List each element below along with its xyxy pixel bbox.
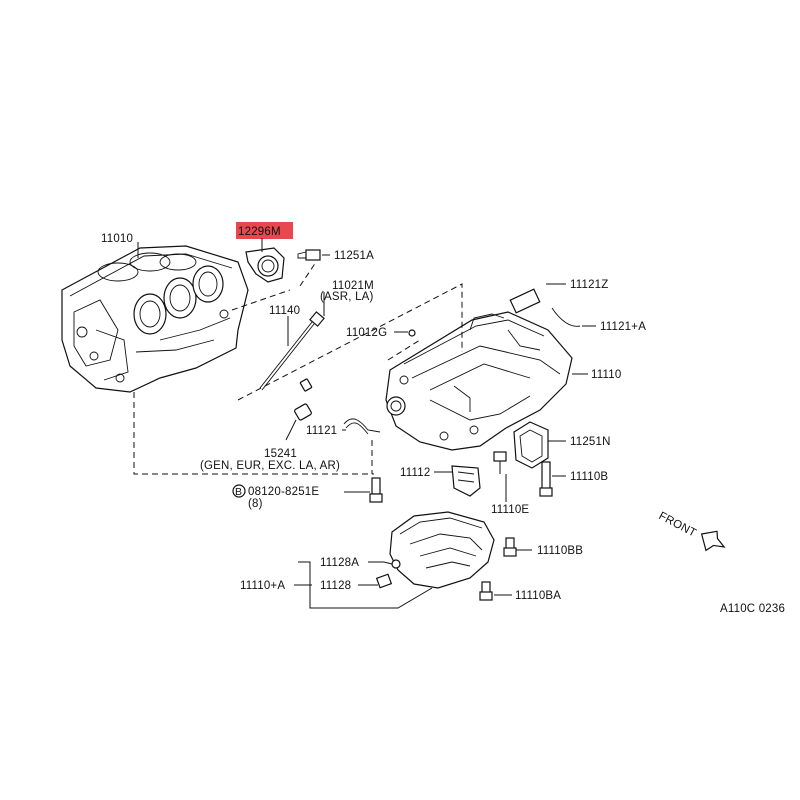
bolt-11110B-drawing — [539, 461, 553, 497]
label-sensor-note: (GEN, EUR, EXC. LA, AR) — [200, 460, 340, 472]
label-11110BB: 11110BB — [537, 545, 583, 557]
label-bolt-qty: (8) — [248, 498, 263, 510]
label-figure-code: A110C 0236 — [720, 603, 785, 615]
label-11251N: 11251N — [570, 436, 611, 448]
upper-oil-pan-drawing — [385, 311, 573, 451]
bolt-08120-8251E-drawing — [369, 477, 383, 503]
plug-11012G-drawing — [408, 329, 416, 337]
lower-oil-pan-drawing — [389, 511, 495, 589]
oil-level-sensor-drawing — [294, 378, 313, 421]
bolt-11110BA-drawing — [479, 581, 493, 601]
drain-plug-drawing — [375, 559, 401, 589]
label-11021M: 11021M — [332, 280, 374, 292]
label-11010: 11010 — [101, 233, 133, 245]
gasket-11251N-drawing — [513, 421, 549, 469]
label-11110E: 11110E — [491, 504, 529, 516]
label-11110: 11110 — [591, 369, 621, 381]
bolt-11110BB-drawing — [503, 537, 517, 557]
label-11121Z: 11121Z — [570, 279, 609, 291]
part-highlight-12296M — [236, 222, 293, 239]
circle-b-marker — [232, 484, 246, 498]
front-direction-arrow — [700, 530, 726, 552]
baffle-11112-drawing — [451, 465, 481, 497]
label-11110BA: 11110BA — [515, 590, 561, 602]
label-11110B: 11110B — [570, 471, 608, 483]
label-asr-la: (ASR, LA) — [320, 291, 374, 303]
label-08120-8251E: 08120-8251E — [248, 486, 319, 498]
label-15241: 15241 — [264, 448, 297, 460]
label-11121A: 11121+A — [600, 321, 646, 333]
label-11121: 11121 — [306, 425, 337, 437]
label-11251A: 11251A — [334, 250, 374, 262]
bolt-11251A-drawing — [297, 249, 321, 261]
oil-dipstick-drawing — [259, 311, 325, 391]
bracket-11121Z-drawing — [509, 288, 581, 327]
label-front: FRONT — [657, 510, 698, 540]
label-11128A: 11128A — [320, 557, 359, 569]
label-11140: 11140 — [269, 305, 300, 317]
bolt-11110E-drawing — [493, 451, 507, 474]
label-11128: 11128 — [320, 580, 351, 592]
label-circle-b: B — [235, 486, 242, 498]
label-12296M: 12296M — [238, 226, 281, 238]
bracket-11121-drawing — [343, 418, 381, 435]
assembly-dashed-lines — [133, 261, 463, 475]
label-11112: 11112 — [400, 467, 430, 479]
label-11012G: 11012G — [346, 327, 387, 339]
rear-oil-seal-drawing — [245, 247, 285, 283]
cylinder-block-drawing — [61, 245, 249, 393]
label-11110A: 11110+A — [240, 580, 285, 592]
leader-lines — [137, 238, 596, 609]
